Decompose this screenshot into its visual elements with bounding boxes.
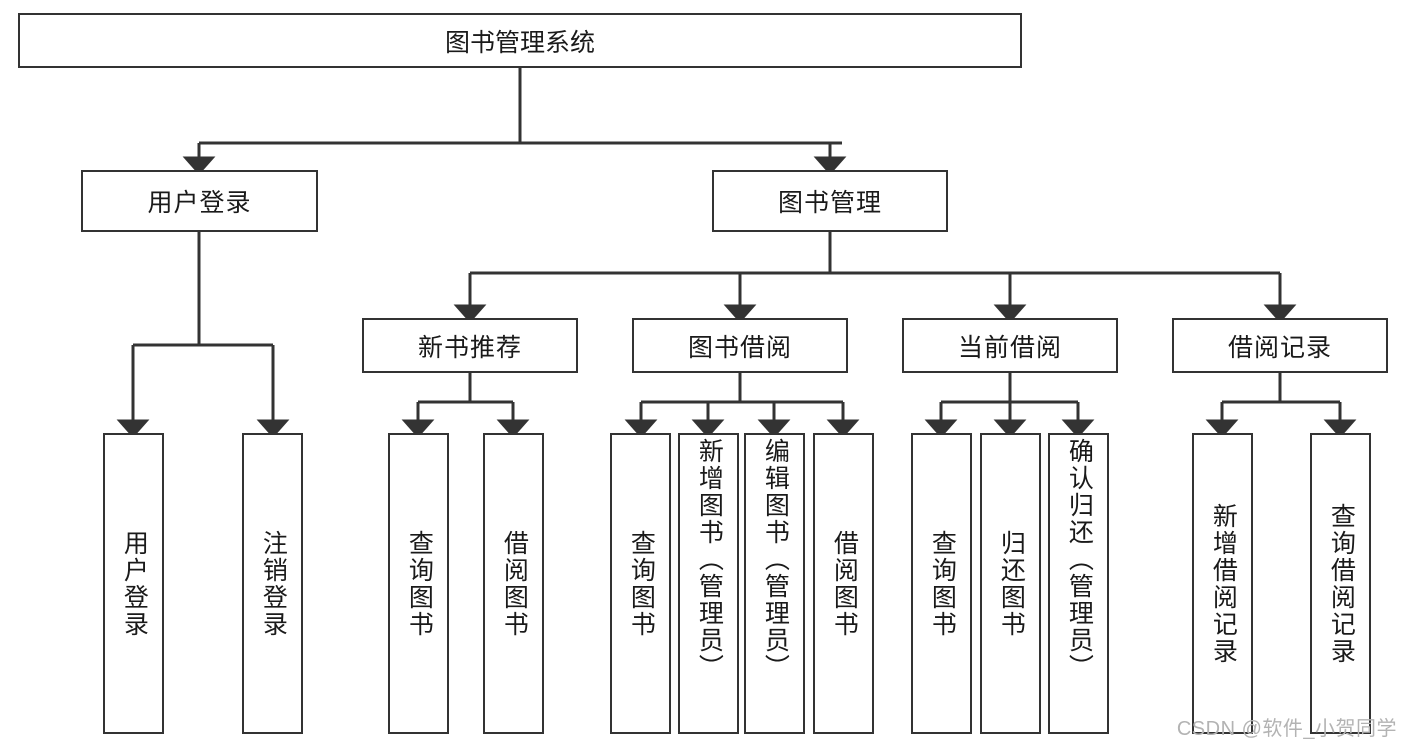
leaf-label: 确认归还（管理员） [1065, 438, 1094, 681]
leaf-current-confirm-return-admin[interactable]: 确认归还（管理员） [1048, 433, 1109, 734]
leaf-label: 查询借阅记录 [1327, 502, 1356, 665]
node-label: 图书借阅 [687, 333, 792, 362]
leaf-label: 编辑图书（管理员） [761, 438, 790, 681]
node-label: 当前借阅 [957, 333, 1062, 362]
leaf-label: 借阅图书 [830, 529, 859, 638]
node-label: 借阅记录 [1227, 333, 1332, 362]
node-current-borrow[interactable]: 当前借阅 [902, 318, 1118, 373]
leaf-label: 查询图书 [405, 529, 434, 638]
leaf-record-query-record[interactable]: 查询借阅记录 [1310, 433, 1371, 734]
node-book-management[interactable]: 图书管理 [712, 170, 948, 232]
node-label: 图书管理 [777, 189, 882, 217]
csdn-watermark: CSDN @软件_小贺同学 [1176, 718, 1397, 740]
node-label: 新书推荐 [417, 333, 522, 362]
node-new-book-recommend[interactable]: 新书推荐 [362, 318, 578, 373]
node-borrow-record[interactable]: 借阅记录 [1172, 318, 1388, 373]
leaf-label: 查询图书 [627, 529, 656, 638]
leaf-label: 归还图书 [997, 529, 1026, 638]
leaf-label: 借阅图书 [500, 529, 529, 638]
leaf-recommend-query-book[interactable]: 查询图书 [388, 433, 449, 734]
leaf-recommend-borrow-book[interactable]: 借阅图书 [483, 433, 544, 734]
leaf-label: 注销登录 [259, 529, 288, 638]
leaf-current-return-book[interactable]: 归还图书 [980, 433, 1041, 734]
leaf-label: 新增图书（管理员） [695, 438, 724, 681]
node-root-system[interactable]: 图书管理系统 [18, 13, 1022, 68]
node-user-login[interactable]: 用户登录 [81, 170, 318, 232]
leaf-borrow-add-book-admin[interactable]: 新增图书（管理员） [678, 433, 739, 734]
leaf-label: 查询图书 [928, 529, 957, 638]
leaf-borrow-edit-book-admin[interactable]: 编辑图书（管理员） [744, 433, 805, 734]
leaf-user-logout[interactable]: 注销登录 [242, 433, 303, 734]
leaf-current-query-book[interactable]: 查询图书 [911, 433, 972, 734]
node-book-borrow[interactable]: 图书借阅 [632, 318, 848, 373]
leaf-label: 用户登录 [120, 529, 149, 638]
node-label: 用户登录 [147, 189, 252, 217]
node-label: 图书管理系统 [444, 28, 595, 57]
leaf-borrow-borrow-book[interactable]: 借阅图书 [813, 433, 874, 734]
leaf-borrow-query-book[interactable]: 查询图书 [610, 433, 671, 734]
leaf-label: 新增借阅记录 [1209, 502, 1238, 665]
leaf-user-login-do[interactable]: 用户登录 [103, 433, 164, 734]
leaf-record-add-record[interactable]: 新增借阅记录 [1192, 433, 1253, 734]
